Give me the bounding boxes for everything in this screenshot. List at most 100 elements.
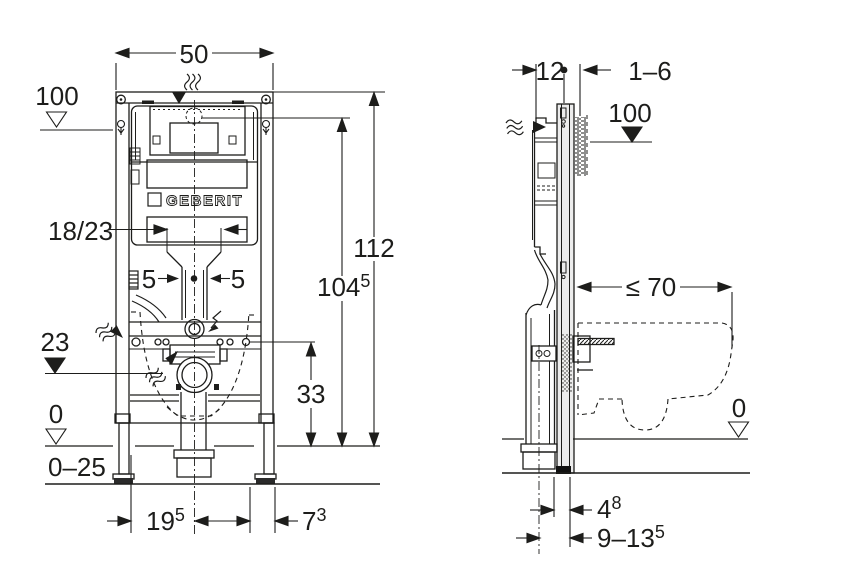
- dim-112: 112: [273, 91, 395, 447]
- side-dimensions: 12 1–6 100 ≤ 70: [512, 56, 750, 553]
- supply-arrow-icon: [533, 121, 546, 133]
- arrowhead: [569, 504, 584, 516]
- level-label: 100: [35, 81, 78, 111]
- dim-label: 12: [536, 56, 565, 86]
- front-flush-pipe: [166, 228, 222, 340]
- level-triangle-open-icon: [45, 111, 68, 128]
- outlet-box: [173, 449, 215, 478]
- hook-mark: [232, 100, 244, 104]
- arrowhead: [236, 515, 251, 527]
- arrowhead: [259, 47, 274, 59]
- dim-width-50: 50: [115, 39, 274, 90]
- arrowhead: [153, 224, 168, 235]
- arrowhead: [274, 515, 289, 527]
- level-triangle-filled-icon: [44, 357, 66, 374]
- arrowhead: [522, 64, 537, 76]
- arrowhead: [224, 224, 239, 235]
- dim-12: 12: [512, 56, 568, 119]
- level-triangle-open-icon: [45, 428, 67, 445]
- level-triangle-filled-icon: [621, 126, 643, 143]
- geberit-logo: GEBERIT: [147, 192, 243, 210]
- inspection-opening: [169, 122, 219, 154]
- insert-direction-icon: [208, 310, 222, 332]
- dim-label-floor-range: 0–25: [48, 452, 106, 482]
- level-label: 100: [608, 98, 651, 128]
- supply-arrow-icon: [110, 325, 123, 338]
- side-cistern: [532, 117, 557, 309]
- arrowhead: [305, 432, 317, 447]
- dim-label: ≤ 70: [626, 272, 676, 302]
- level-marker-100-side: 100: [590, 98, 652, 143]
- level-marker-23: 23: [41, 327, 163, 375]
- drain-arrow-icon: [165, 351, 178, 365]
- front-dimensions: 50 100 112 1045: [35, 39, 394, 536]
- arrowhead: [167, 274, 179, 283]
- front-symbols: [93, 73, 222, 389]
- pipe-clamp: [531, 345, 557, 362]
- dim-le-70: ≤ 70: [577, 272, 733, 348]
- arrowhead: [336, 117, 348, 133]
- dim-label: 9–135: [597, 522, 665, 553]
- dim-1-6: 1–6: [579, 56, 672, 116]
- arrowhead: [210, 274, 221, 283]
- level-marker-0: 0: [45, 399, 67, 445]
- dim-label: 73: [302, 505, 326, 536]
- dim-label: 48: [597, 493, 621, 524]
- dim-dot: [190, 275, 198, 282]
- dim-9-13-5: 9–135: [516, 522, 665, 553]
- dim-label: 33: [297, 379, 326, 409]
- dim-18-23: 18/23: [48, 216, 247, 246]
- floor-lines: [45, 445, 380, 485]
- front-crossbar: [129, 321, 261, 478]
- dim-dot: [560, 66, 568, 74]
- dim-5-5: 5 5: [142, 264, 245, 294]
- dim-label: 50: [180, 39, 209, 69]
- arrowhead: [115, 47, 130, 59]
- level-triangle-open-icon: [727, 421, 750, 438]
- level-marker-0-side: 0: [727, 393, 750, 438]
- hook-mark: [142, 100, 154, 104]
- dim-label: 195: [146, 505, 185, 536]
- level-label: 23: [41, 327, 70, 357]
- logo-text: GEBERIT: [166, 193, 243, 210]
- front-view: GEBERIT: [35, 39, 394, 536]
- actuator-rod-hole: [185, 107, 203, 125]
- arrowhead: [569, 532, 584, 544]
- angle-valve: [129, 147, 141, 185]
- dim-label: 5: [142, 264, 156, 294]
- corner-fixing-hole-icon: [116, 94, 271, 105]
- arrowhead: [717, 281, 732, 293]
- frame-leg: [112, 422, 277, 484]
- arrowhead: [117, 515, 132, 527]
- dim-label: 18/23: [48, 216, 113, 246]
- side-symbols: [505, 117, 546, 137]
- side-rail: [556, 103, 575, 474]
- water-flow-icon: [184, 73, 201, 91]
- arrowhead: [526, 532, 541, 544]
- level-label: 0: [732, 393, 746, 423]
- arrowhead: [305, 342, 317, 357]
- side-view: 12 1–6 100 ≤ 70: [502, 56, 750, 554]
- dim-label: 1045: [317, 271, 370, 302]
- front-cistern: GEBERIT: [128, 105, 259, 340]
- arrowhead: [540, 504, 555, 516]
- dim-bottom: 195 73: [107, 455, 326, 536]
- supply-arrow-icon: [172, 92, 186, 104]
- dim-104-5: 1045: [202, 117, 370, 447]
- level-marker-100: 100: [35, 81, 113, 131]
- arrowhead: [194, 515, 209, 527]
- wc-fixing: [572, 335, 615, 371]
- floor-lines: [502, 438, 750, 474]
- water-flow-icon: [143, 365, 168, 389]
- supply-hose: [128, 270, 167, 323]
- arrowhead: [336, 432, 348, 447]
- threaded-rod: [577, 337, 615, 346]
- arrowhead: [368, 91, 380, 107]
- pipe-seal: [556, 466, 571, 474]
- arrowhead: [368, 432, 380, 447]
- arrowhead: [577, 281, 592, 293]
- level-label: 0: [49, 399, 63, 429]
- water-flow-icon: [505, 117, 525, 137]
